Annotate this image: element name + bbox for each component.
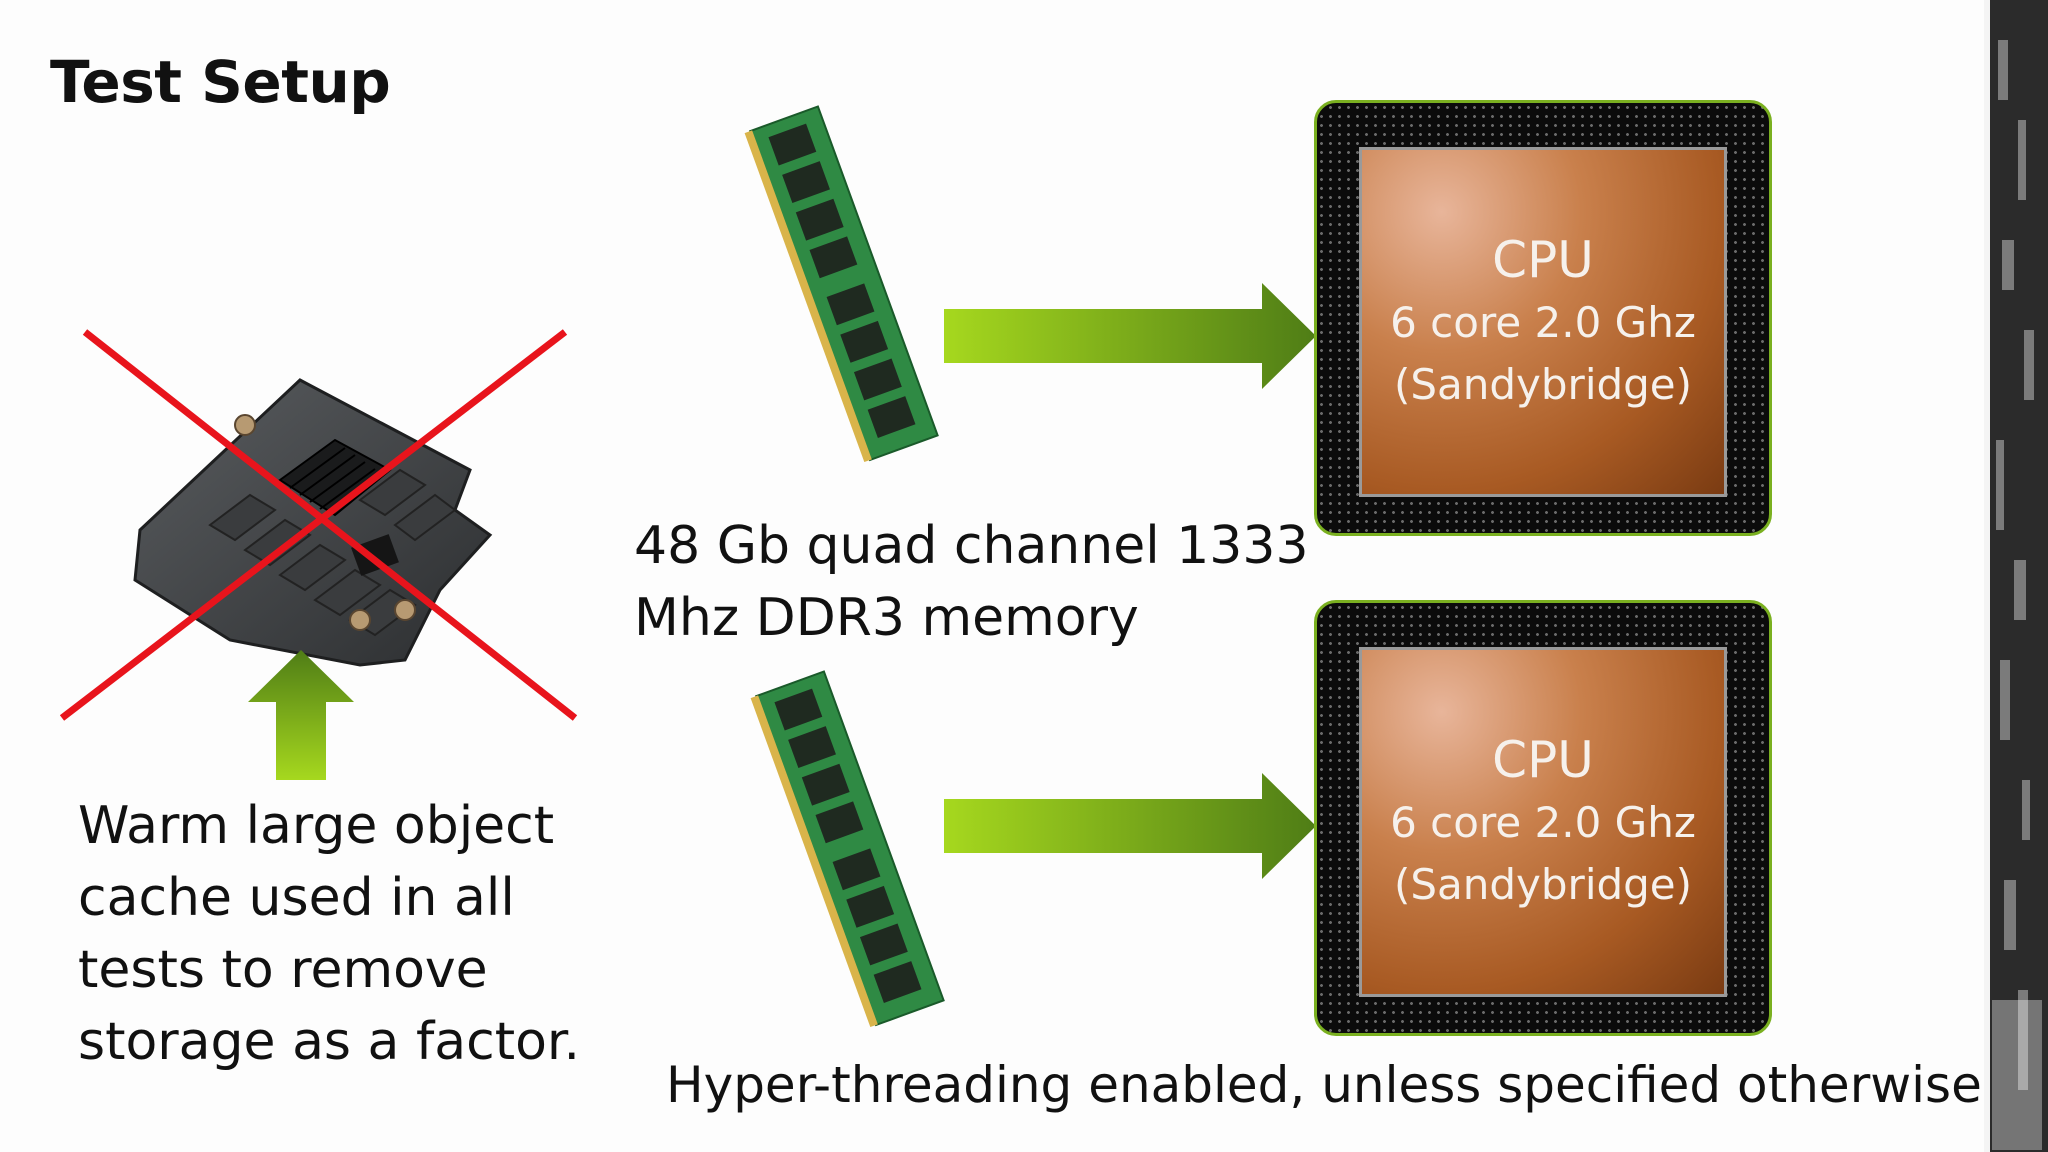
ram-stick-bottom-image <box>750 670 945 1028</box>
slide: Test Setup <box>50 48 1998 1114</box>
cache-description-line: tests to remove <box>78 940 488 1000</box>
cache-description-line: Warm large object <box>78 796 555 856</box>
right-arrow-bottom <box>944 773 1316 879</box>
ssd-card-image <box>60 329 578 721</box>
cpu-chip-top: CPU 6 core 2.0 Ghz (Sandybridge) <box>1314 100 1772 536</box>
cpu-label: CPU <box>1492 731 1594 789</box>
cache-description: Warm large object cache used in all test… <box>78 790 598 1078</box>
cpu-die-bottom: CPU 6 core 2.0 Ghz (Sandybridge) <box>1359 647 1727 997</box>
cache-description-line: storage as a factor. <box>78 1012 581 1072</box>
right-arrow-top <box>944 283 1316 389</box>
hyperthreading-note: Hyper-threading enabled, unless specifie… <box>666 1056 1998 1114</box>
cpu-label: CPU <box>1492 231 1594 289</box>
cpu-spec-arch: (Sandybridge) <box>1393 860 1693 909</box>
ram-stick-top-image <box>744 105 939 463</box>
cpu-spec-arch: (Sandybridge) <box>1393 360 1693 409</box>
cpu-spec-cores: 6 core 2.0 Ghz <box>1390 298 1696 347</box>
cpu-die-top: CPU 6 core 2.0 Ghz (Sandybridge) <box>1359 147 1727 497</box>
memory-description-line: 48 Gb quad channel 1333 <box>634 516 1309 576</box>
cpu-chip-bottom: CPU 6 core 2.0 Ghz (Sandybridge) <box>1314 600 1772 1036</box>
cache-description-line: cache used in all <box>78 868 515 928</box>
edge-decoration <box>1984 0 2048 1152</box>
slide-title: Test Setup <box>50 48 391 116</box>
memory-description: 48 Gb quad channel 1333 Mhz DDR3 memory <box>634 510 1309 654</box>
memory-description-line: Mhz DDR3 memory <box>634 588 1139 648</box>
up-arrow <box>248 650 354 780</box>
cpu-spec-cores: 6 core 2.0 Ghz <box>1390 798 1696 847</box>
